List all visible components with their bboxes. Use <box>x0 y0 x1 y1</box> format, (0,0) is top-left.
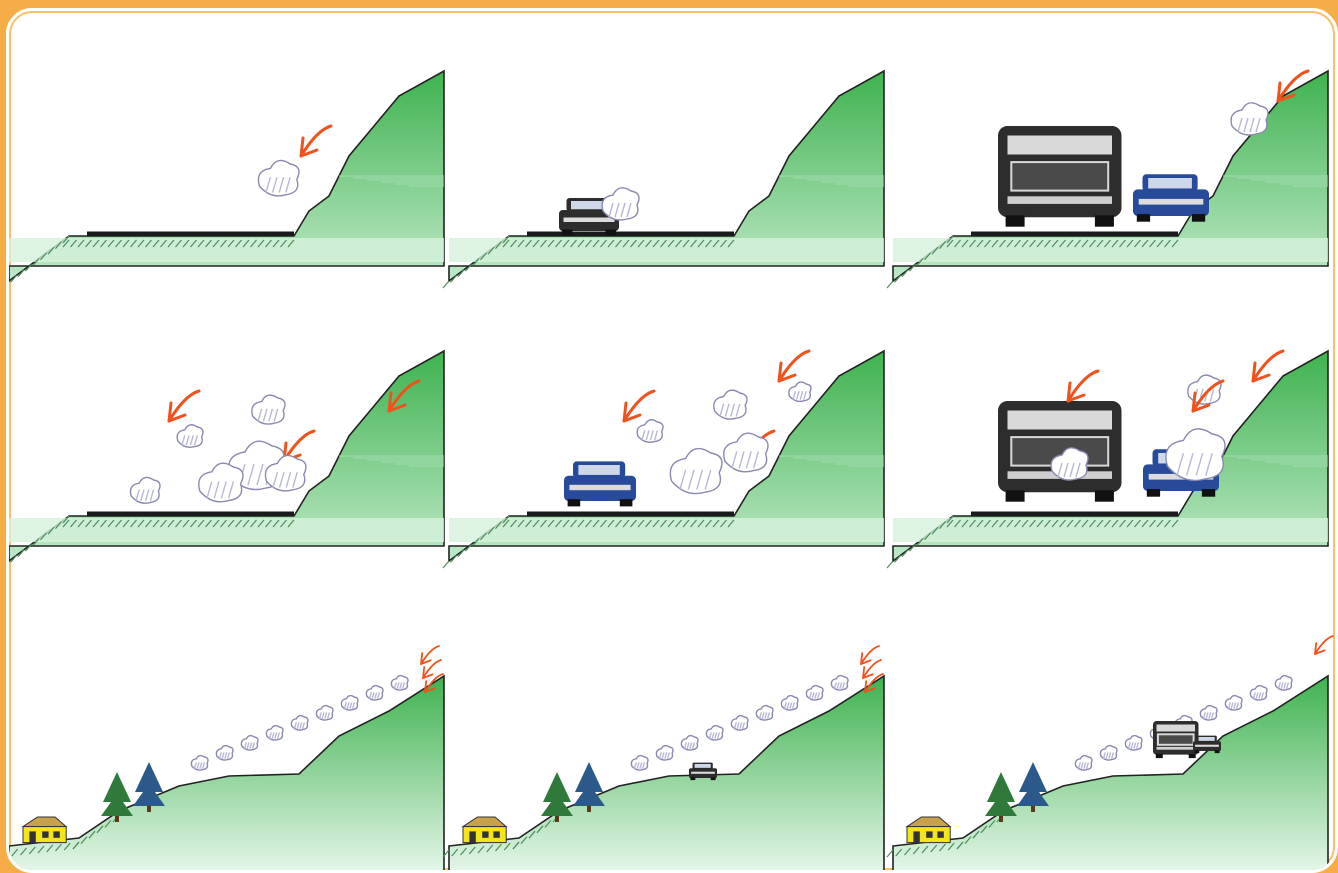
falling-rock-icon <box>631 756 648 770</box>
falling-rock-icon <box>366 686 383 700</box>
falling-rock-icon <box>656 746 673 760</box>
falling-rock-icon <box>1166 429 1225 481</box>
falling-rock-icon <box>806 686 823 700</box>
panel-slope-slide-house <box>9 626 449 873</box>
falling-rock-icon <box>670 449 722 494</box>
falling-rock-icon <box>177 425 203 448</box>
tree-icon <box>985 772 1017 822</box>
arrow-icon <box>779 351 809 381</box>
house-icon <box>907 817 950 843</box>
falling-rock-icon <box>706 726 723 740</box>
falling-rock-icon <box>724 433 768 472</box>
panel-bus-and-car-near-rock <box>893 71 1333 321</box>
panel-car-hit-by-rock <box>449 71 889 321</box>
falling-rock-icon <box>252 395 285 424</box>
hillside <box>9 676 444 873</box>
falling-rock-icon <box>216 746 233 760</box>
falling-rock-icon <box>602 188 639 220</box>
arrow-icon <box>169 391 199 421</box>
falling-rock-icon <box>637 420 663 443</box>
falling-rock-icon <box>341 696 358 710</box>
hillside <box>893 676 1328 873</box>
tree-icon <box>1017 762 1049 812</box>
falling-rock-icon <box>1250 686 1267 700</box>
panel-bus-and-car-buried <box>893 351 1333 601</box>
bus-icon <box>1153 721 1199 758</box>
falling-rock-icon <box>391 676 408 690</box>
falling-rock-icon <box>714 390 747 419</box>
falling-rock-icon <box>291 716 308 730</box>
car-icon <box>689 763 717 781</box>
bus-icon <box>998 126 1122 227</box>
falling-rock-icon <box>130 477 160 503</box>
falling-rock-icon <box>241 736 258 750</box>
figure-board <box>6 8 1338 873</box>
falling-rock-icon <box>191 756 208 770</box>
house-icon <box>463 817 506 843</box>
tree-icon <box>541 772 573 822</box>
panel-road-single-rock <box>9 71 449 321</box>
falling-rock-icon <box>1275 676 1292 690</box>
falling-rock-icon <box>731 716 748 730</box>
bus-icon <box>998 401 1122 502</box>
falling-rock-icon <box>681 736 698 750</box>
falling-rock-icon <box>789 382 811 401</box>
panel-slope-slide-house-bus <box>893 626 1333 873</box>
car-icon <box>1133 174 1209 222</box>
falling-rock-icon <box>1231 103 1268 135</box>
arrow-icon <box>1253 351 1283 381</box>
tree-icon <box>573 762 605 812</box>
falling-rock-icon <box>1200 706 1217 720</box>
falling-rock-icon <box>1225 696 1242 710</box>
falling-rock-icon <box>831 676 848 690</box>
tree-icon <box>101 772 133 822</box>
car-icon <box>564 461 636 506</box>
tree-icon <box>133 762 165 812</box>
falling-rock-icon <box>1075 756 1092 770</box>
car-icon <box>1193 736 1221 754</box>
arrow-icon <box>301 126 331 156</box>
hillside <box>449 676 884 873</box>
falling-rock-icon <box>1100 746 1117 760</box>
panel-road-many-rocks <box>9 351 449 601</box>
panel-slope-slide-house-car <box>449 626 889 873</box>
falling-rock-icon <box>199 463 243 502</box>
falling-rock-icon <box>258 160 299 195</box>
arrow-icon <box>624 391 654 421</box>
falling-rock-icon <box>266 726 283 740</box>
falling-rock-icon <box>781 696 798 710</box>
house-icon <box>23 817 66 843</box>
falling-rock-icon <box>1125 736 1142 750</box>
arrow-icon <box>1315 636 1333 654</box>
falling-rock-icon <box>316 706 333 720</box>
falling-rock-icon <box>756 706 773 720</box>
panel-car-among-rocks <box>449 351 889 601</box>
arrow-icon <box>1068 371 1098 401</box>
